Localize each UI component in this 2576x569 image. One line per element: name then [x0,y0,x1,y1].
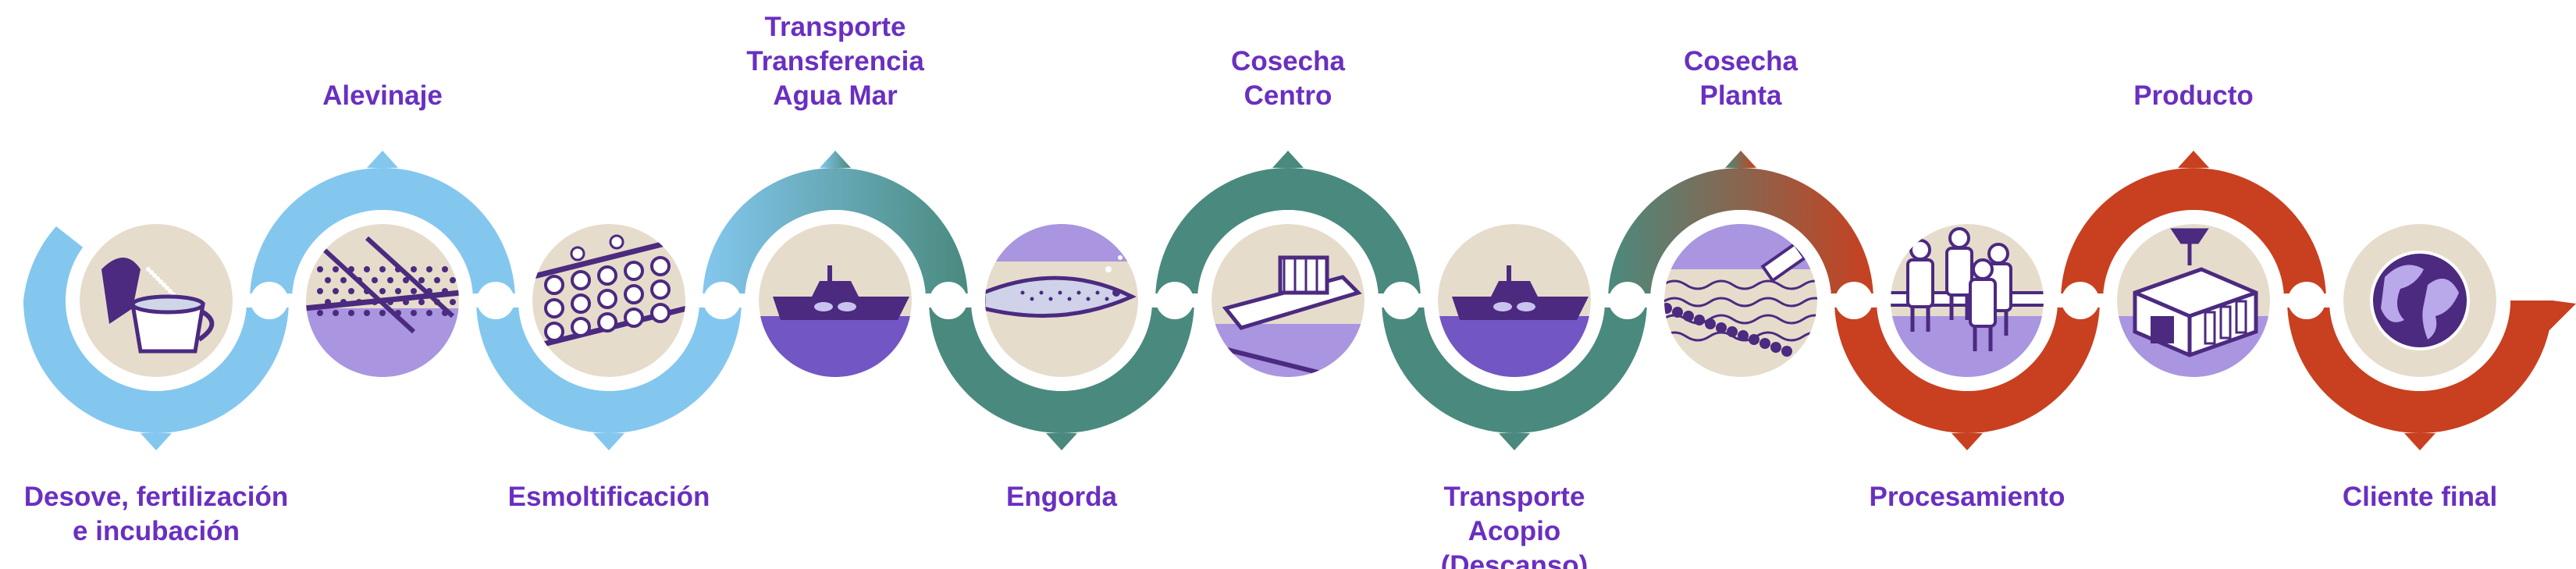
connector-link [1826,293,1882,308]
step-label-7: Transporte Acopio (Descanso) [1440,482,1589,569]
step-label-4: Transporte Transferencia Agua Mar [746,12,924,111]
step-label-6: Cosecha Centro [1231,46,1345,111]
connector-link [694,293,750,308]
smolt-tank-icon [518,210,699,391]
connector-link [1147,293,1203,308]
ring-half-3 [476,301,742,433]
connector-link [1599,293,1656,308]
connector-link [920,293,977,308]
ring-pointer-6 [1272,151,1304,168]
ring-half-11 [2287,301,2553,433]
fry-tank-icon [292,210,473,391]
wellboat-icon [745,210,926,391]
spawning-icon [66,210,247,391]
ring-half-5 [929,301,1194,433]
transport-boat-icon [1424,210,1605,391]
ring-pointer-8 [1725,151,1756,168]
ring-pointer-5 [1046,433,1077,450]
connector-link [241,293,297,308]
harvest-pump-icon [1650,210,1831,391]
step-label-2: Alevinaje [322,80,443,111]
ring-half-7 [1382,301,1647,433]
ring-half-2 [250,168,515,301]
factory-icon [2103,210,2284,391]
harvest-boat-icon [1197,210,1379,391]
ring-pointer-11 [2404,433,2435,450]
connector-link [468,293,524,308]
salmon-icon [971,210,1152,391]
ring-pointer-4 [820,151,851,168]
step-label-8: Cosecha Planta [1684,46,1798,111]
step-label-11: Cliente final [2342,482,2498,512]
ring-pointer-10 [2178,151,2209,168]
ring-pointer-9 [1952,433,1983,450]
step-label-5: Engorda [1006,482,1117,512]
ring-pointer-3 [593,433,624,450]
connector-link [2052,293,2108,308]
ring-pointer-1 [141,433,172,450]
connector-link [1373,293,1429,308]
step-label-3: Esmoltificación [507,482,710,512]
step-label-10: Producto [2133,80,2254,111]
globe-icon [2329,210,2510,391]
step-label-1: Desove, fertilización e incubación [23,482,289,546]
ring-half-1 [23,301,289,433]
ring-pointer-2 [367,151,398,168]
step-label-9: Procesamiento [1869,482,2065,512]
connector-link [2279,293,2335,308]
chain-start-curl [23,226,89,301]
chain-end-tail [2510,301,2576,332]
ring-half-9 [1834,301,2100,433]
ring-half-4 [703,168,968,301]
ring-half-10 [2061,168,2326,301]
ring-half-6 [1155,168,1421,301]
ring-half-8 [1608,168,1873,301]
ring-pointer-7 [1499,433,1530,450]
workers-icon [1877,210,2058,391]
